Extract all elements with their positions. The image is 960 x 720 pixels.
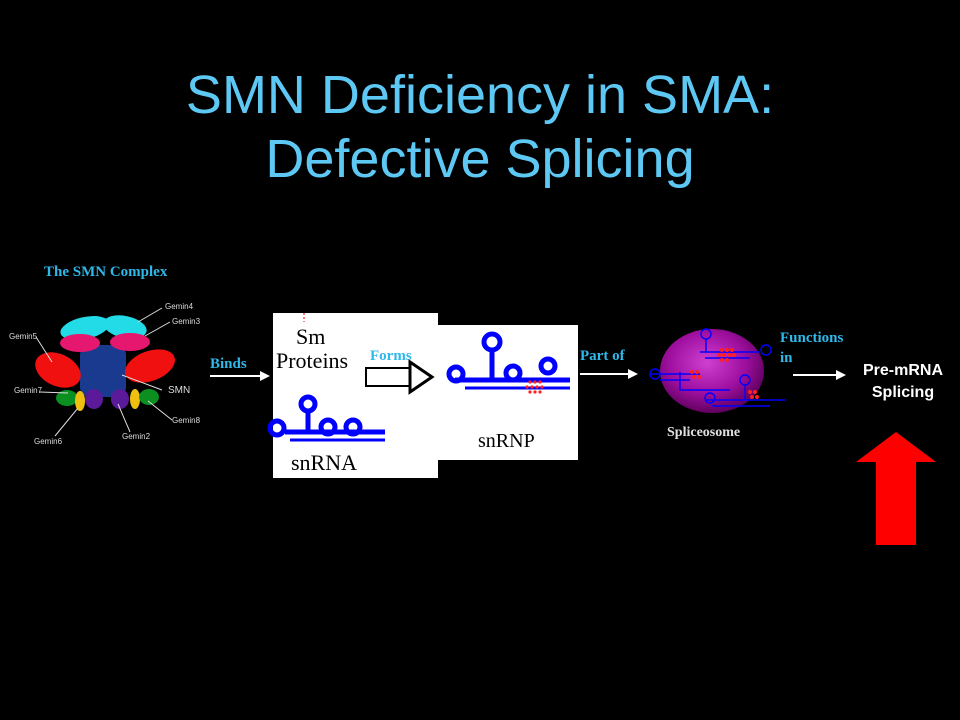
proteins-label: Proteins xyxy=(276,348,349,373)
binds-arrow xyxy=(210,371,270,381)
gemin2-right-shape xyxy=(111,389,129,409)
snrnp-sm-dots xyxy=(525,380,544,394)
gemin4-right-shape xyxy=(103,315,147,339)
forms-label: Forms xyxy=(370,348,412,364)
gemin3-left-shape xyxy=(60,334,100,352)
spliceosome-label: Spliceosome xyxy=(667,425,741,440)
gemin7-shape xyxy=(56,390,78,406)
label-gemin4: Gemin4 xyxy=(165,302,194,311)
splicing-text: Splicing xyxy=(871,384,935,401)
forms-arrow xyxy=(365,359,435,395)
gemin3-right-shape xyxy=(110,333,150,351)
gemin6-right-shape xyxy=(130,389,140,409)
label-smn: SMN xyxy=(168,385,191,396)
smn-complex-heading: The SMN Complex xyxy=(44,264,168,280)
part-of-label: Part of xyxy=(580,348,625,364)
pre-mrna-splicing-label: Pre-mRNA Splicing xyxy=(848,360,958,404)
part-of-arrow xyxy=(580,369,638,379)
binds-label: Binds xyxy=(210,356,247,372)
label-gemin7: Gemin7 xyxy=(14,386,43,395)
label-gemin8: Gemin8 xyxy=(172,416,201,425)
slide-title-line2: Defective Splicing xyxy=(265,129,695,189)
functions-label-line1: Functions xyxy=(780,330,844,346)
snrnp-panel xyxy=(438,325,578,460)
gemin2-left-shape xyxy=(85,389,103,409)
snrnp-label: snRNP xyxy=(478,430,535,452)
label-gemin2: Gemin2 xyxy=(122,432,151,441)
gemin5-left-shape xyxy=(35,352,81,388)
spliceosome-shape xyxy=(649,328,785,413)
slide-title-line1: SMN Deficiency in SMA: xyxy=(185,65,775,125)
label-gemin3: Gemin3 xyxy=(172,317,201,326)
snrna-label: snRNA xyxy=(291,450,358,475)
gemin8-shape xyxy=(139,389,159,405)
gemin5-right-shape xyxy=(125,349,175,383)
label-gemin5: Gemin5 xyxy=(9,332,38,341)
functions-label-line2: in xyxy=(780,350,793,366)
increase-up-arrow xyxy=(856,432,936,545)
snrnp-structure xyxy=(446,331,570,390)
gemin6-left-shape xyxy=(75,391,85,411)
sm-snrna-panel xyxy=(273,313,438,478)
gemin4-left-shape xyxy=(60,316,110,340)
sm-label: Sm xyxy=(296,324,326,349)
functions-in-arrow xyxy=(793,370,846,380)
pre-mrna-text: Pre-mRNA xyxy=(862,362,943,379)
snrna-structure xyxy=(267,394,385,442)
smn-core-shape xyxy=(80,345,126,397)
label-gemin6: Gemin6 xyxy=(34,437,63,446)
